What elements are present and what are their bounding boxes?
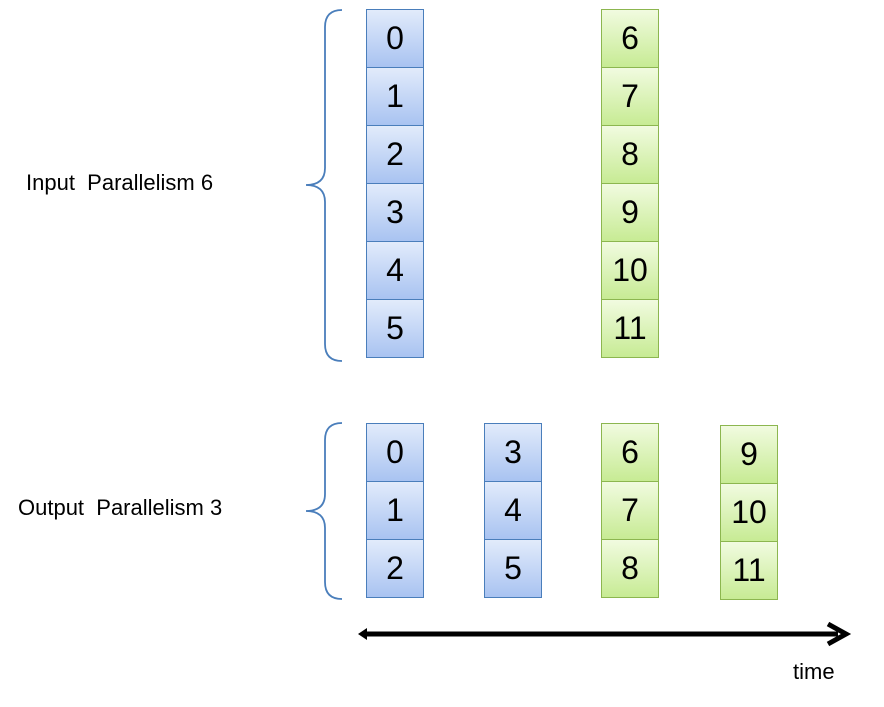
output-cell: 1 [366, 481, 424, 540]
input-brace [305, 9, 343, 362]
input-cell: 7 [601, 67, 659, 126]
output-cell: 11 [720, 541, 778, 600]
output-cell: 6 [601, 423, 659, 482]
input-cell: 2 [366, 125, 424, 184]
time-label: time [793, 659, 835, 684]
input-cell: 4 [366, 241, 424, 300]
output-cell: 10 [720, 483, 778, 542]
input-cell: 11 [601, 299, 659, 358]
output-cell: 5 [484, 539, 542, 598]
time-arrow-head [826, 621, 852, 647]
output-column-0: 0 1 2 [366, 423, 424, 598]
output-column-3: 9 10 11 [720, 425, 778, 600]
input-cell: 0 [366, 9, 424, 68]
input-cell: 9 [601, 183, 659, 242]
output-brace [305, 422, 343, 600]
input-cell: 5 [366, 299, 424, 358]
output-column-2: 6 7 8 [601, 423, 659, 598]
input-cell: 8 [601, 125, 659, 184]
time-arrow-tail [358, 628, 367, 640]
input-parallelism-label: Input Parallelism 6 [26, 170, 214, 195]
input-cell: 3 [366, 183, 424, 242]
output-parallelism-label: Output Parallelism 3 [18, 495, 223, 520]
input-column-0: 0 1 2 3 4 5 [366, 9, 424, 358]
input-column-1: 6 7 8 9 10 11 [601, 9, 659, 358]
output-column-1: 3 4 5 [484, 423, 542, 598]
output-cell: 0 [366, 423, 424, 482]
input-cell: 1 [366, 67, 424, 126]
output-cell: 7 [601, 481, 659, 540]
input-cell: 6 [601, 9, 659, 68]
output-cell: 9 [720, 425, 778, 484]
output-cell: 4 [484, 481, 542, 540]
output-cell: 3 [484, 423, 542, 482]
input-cell: 10 [601, 241, 659, 300]
time-arrow [358, 621, 852, 647]
output-cell: 2 [366, 539, 424, 598]
output-cell: 8 [601, 539, 659, 598]
